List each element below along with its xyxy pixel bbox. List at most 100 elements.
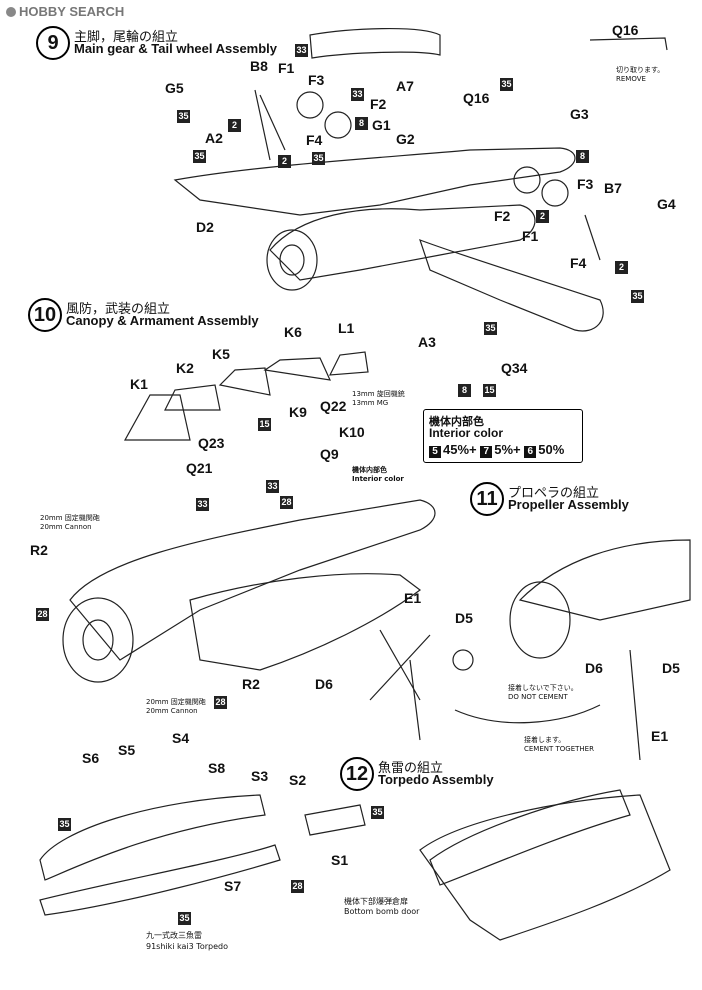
part-label: S5 bbox=[118, 742, 136, 758]
gear-strut-right bbox=[584, 214, 601, 261]
part-label: S2 bbox=[289, 772, 307, 788]
part-label: F1 bbox=[522, 228, 539, 244]
do-not-cement-note: 接着しないで下さい。DO NOT CEMENT bbox=[508, 684, 578, 701]
step12-torpedo bbox=[429, 789, 631, 886]
step-title-jp: 主脚，尾輪の組立 bbox=[74, 30, 179, 45]
part-label: F3 bbox=[308, 72, 325, 88]
paint-badge: 35 bbox=[193, 150, 206, 163]
wheel-f2 bbox=[324, 111, 352, 139]
step-title-jp: 風防，武装の組立 bbox=[66, 302, 171, 317]
part-label: K5 bbox=[212, 346, 230, 362]
watermark: HOBBY SEARCH bbox=[6, 4, 124, 19]
step-title-en: Canopy & Armament Assembly bbox=[66, 313, 259, 328]
step-title-jp: 魚雷の組立 bbox=[378, 761, 444, 776]
step10-wing bbox=[189, 573, 422, 671]
part-label: K2 bbox=[176, 360, 194, 376]
color-box-title-en: Interior color bbox=[429, 426, 504, 440]
paint-badge: 2 bbox=[278, 155, 291, 168]
paint-badge: 28 bbox=[280, 496, 293, 509]
canopy-k5 bbox=[218, 367, 271, 396]
color-box-title-jp: 機体内部色 bbox=[429, 415, 484, 428]
paint-badge: 35 bbox=[631, 290, 644, 303]
propeller-e1 bbox=[369, 629, 431, 741]
wheel-f3 bbox=[296, 91, 324, 119]
part-label: F4 bbox=[570, 255, 587, 271]
step9-flap bbox=[309, 28, 441, 59]
step-title-en: Torpedo Assembly bbox=[378, 772, 494, 787]
part-label: Q16 bbox=[463, 90, 490, 106]
part-label: K9 bbox=[289, 404, 307, 420]
paint-badge: 15 bbox=[258, 418, 271, 431]
torpedo-top bbox=[39, 794, 266, 881]
paint-badge: 33 bbox=[351, 88, 364, 101]
paint-number: 6 bbox=[524, 446, 537, 458]
part-label: Q22 bbox=[320, 398, 347, 414]
part-label: S6 bbox=[82, 750, 100, 766]
paint-badge: 35 bbox=[484, 322, 497, 335]
step-number: 12 bbox=[340, 757, 374, 791]
part-label: K10 bbox=[339, 424, 365, 440]
canopy-k2 bbox=[164, 384, 221, 411]
part-label: D6 bbox=[585, 660, 603, 676]
part-label: F1 bbox=[278, 60, 295, 76]
part-label: B7 bbox=[604, 180, 622, 196]
step10-fuselage bbox=[69, 499, 436, 661]
part-label: S4 bbox=[172, 730, 190, 746]
part-label: R2 bbox=[30, 542, 48, 558]
step10-engine bbox=[62, 597, 134, 683]
part-label: Q23 bbox=[198, 435, 225, 451]
paint-badge: 35 bbox=[371, 806, 384, 819]
part-label: D5 bbox=[662, 660, 680, 676]
wheel-f3b bbox=[513, 166, 541, 194]
step-number: 10 bbox=[28, 298, 62, 332]
watermark-logo-icon bbox=[6, 7, 16, 17]
part-label: G2 bbox=[396, 131, 415, 147]
step9-wing bbox=[173, 147, 576, 216]
propeller-e1b bbox=[629, 649, 641, 761]
step12-fuselage bbox=[419, 794, 671, 941]
paint-badge: 35 bbox=[500, 78, 513, 91]
paint-badge: 33 bbox=[295, 44, 308, 57]
canopy-l1 bbox=[328, 351, 369, 376]
part-label: F2 bbox=[494, 208, 511, 224]
step-title-en: Main gear & Tail wheel Assembly bbox=[74, 41, 278, 56]
cement-together-note: 接着します。CEMENT TOGETHER bbox=[524, 736, 594, 753]
part-label: D2 bbox=[196, 219, 214, 235]
paint-badge: 33 bbox=[196, 498, 209, 511]
paint-badge: 8 bbox=[458, 384, 471, 397]
step11-fuselage bbox=[518, 539, 691, 621]
part-label: K6 bbox=[284, 324, 302, 340]
part-label: Q34 bbox=[501, 360, 528, 376]
paint-badge: 2 bbox=[615, 261, 628, 274]
part-label: E1 bbox=[651, 728, 669, 744]
step9-wing-lower bbox=[419, 238, 604, 332]
part-label: G4 bbox=[657, 196, 676, 212]
part-label: F4 bbox=[306, 132, 323, 148]
part-label: S7 bbox=[224, 878, 242, 894]
step-number: 9 bbox=[36, 26, 70, 60]
part-label: A2 bbox=[205, 130, 223, 146]
part-label: F2 bbox=[370, 96, 387, 112]
paint-badge: 2 bbox=[228, 119, 241, 132]
paint-badge: 2 bbox=[536, 210, 549, 223]
paint-badge: 35 bbox=[177, 110, 190, 123]
paint-badge: 15 bbox=[483, 384, 496, 397]
step9-engine bbox=[266, 229, 318, 291]
wheel-f2b bbox=[541, 179, 569, 207]
part-label: S8 bbox=[208, 760, 226, 776]
step-title-en: Propeller Assembly bbox=[508, 497, 629, 512]
part-label: G5 bbox=[165, 80, 184, 96]
remove-note: 切り取ります。REMOVE bbox=[616, 66, 665, 83]
torpedo-rack-s1 bbox=[304, 804, 366, 836]
part-label: Q9 bbox=[320, 446, 339, 462]
paint-badge: 8 bbox=[355, 117, 368, 130]
part-label: S3 bbox=[251, 768, 269, 784]
paint-badge: 33 bbox=[266, 480, 279, 493]
paint-badge: 28 bbox=[291, 880, 304, 893]
part-label: B8 bbox=[250, 58, 268, 74]
step-number: 11 bbox=[470, 482, 504, 516]
